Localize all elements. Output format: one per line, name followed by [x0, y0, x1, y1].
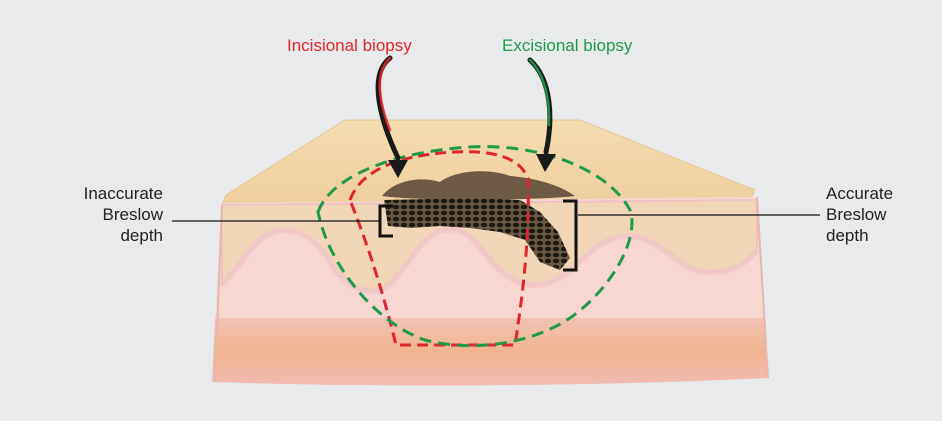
excisional-biopsy-label: Excisional biopsy: [502, 35, 632, 56]
inaccurate-line-1: Inaccurate: [43, 183, 163, 204]
inaccurate-line-3: depth: [43, 225, 163, 246]
inaccurate-breslow-label: Inaccurate Breslow depth: [43, 183, 163, 246]
incisional-biopsy-label: Incisional biopsy: [287, 35, 412, 56]
inaccurate-line-2: Breslow: [43, 204, 163, 225]
subcutis-layer: [212, 318, 768, 385]
accurate-line-2: Breslow: [826, 204, 942, 225]
accurate-breslow-label: Accurate Breslow depth: [826, 183, 942, 246]
accurate-line-1: Accurate: [826, 183, 942, 204]
accurate-line-3: depth: [826, 225, 942, 246]
